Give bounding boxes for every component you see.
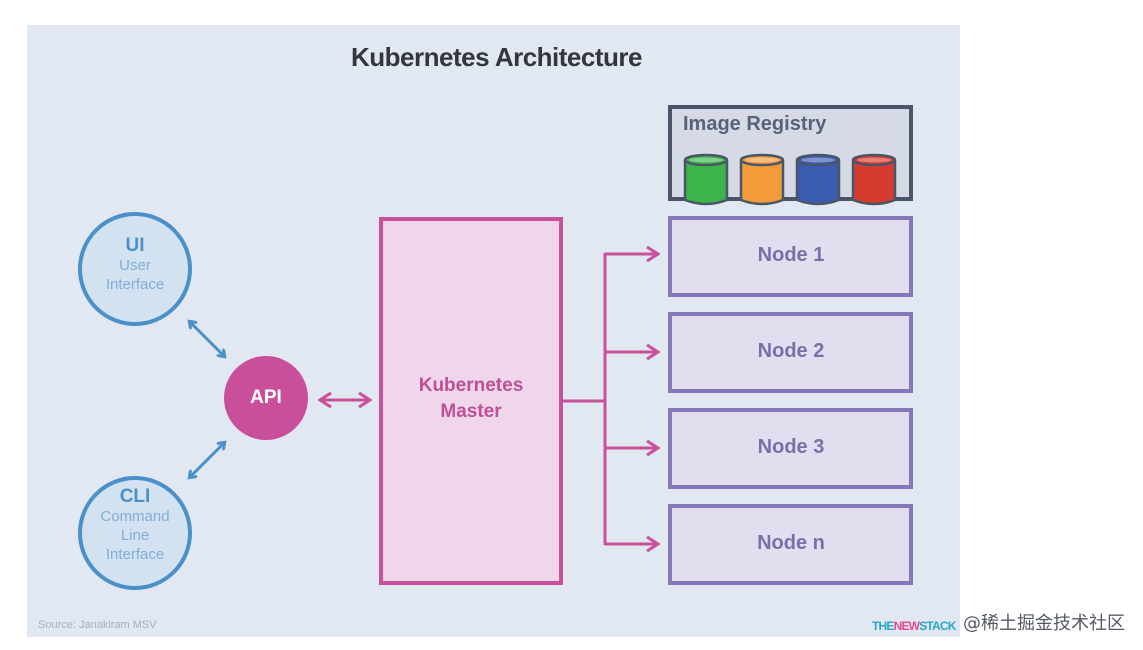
cli-api-arrow [190,443,224,477]
node-1-box [668,216,913,297]
ui-client-label: UI User Interface [80,236,190,294]
ui-client-node [78,212,192,326]
ui-client-subtitle-line: Interface [105,276,165,293]
brand-logo-part: STACK [919,619,956,633]
image-registry-label: Image Registry [683,113,827,135]
api-label: API [250,387,282,408]
watermark: @稀土掘金技术社区 [963,613,1125,634]
container-image-cylinder [683,153,729,206]
api-node [224,356,308,440]
kubernetes-master-label: Kubernetes Master [381,373,561,425]
ui-api-arrow [190,322,224,356]
cli-client-label: CLI Command Line Interface [80,487,190,564]
container-image-cylinder [739,153,785,206]
node-n-box [668,504,913,585]
node-n-label: Node n [757,532,825,554]
image-registry-box [668,105,913,201]
cli-client-subtitle-line: Command [100,508,170,525]
node-3-box [668,408,913,489]
ui-client-title: UI [125,235,145,256]
node-2-label: Node 2 [757,340,825,362]
diagram-title: Kubernetes Architecture [351,42,642,72]
master-label-line: Kubernetes [418,375,524,396]
cli-client-subtitle-line: Interface [105,546,165,563]
cli-client-node [78,476,192,590]
container-image-cylinder [795,153,841,206]
brand-logo-part: NEW [893,619,920,633]
source-credit: Source: Janakiram MSV [38,619,157,631]
node-2-box [668,312,913,393]
ui-client-subtitle-line: User [119,257,151,274]
cli-client-title: CLI [119,486,151,507]
container-image-cylinder [851,153,897,206]
brand-logo: THENEWSTACK [872,619,956,633]
master-label-line: Master [440,401,502,422]
cli-client-subtitle-line: Line [120,527,150,544]
node-3-label: Node 3 [757,436,825,458]
registry-images [683,153,897,206]
node-1-label: Node 1 [757,244,825,266]
brand-logo-part: THE [872,619,894,633]
